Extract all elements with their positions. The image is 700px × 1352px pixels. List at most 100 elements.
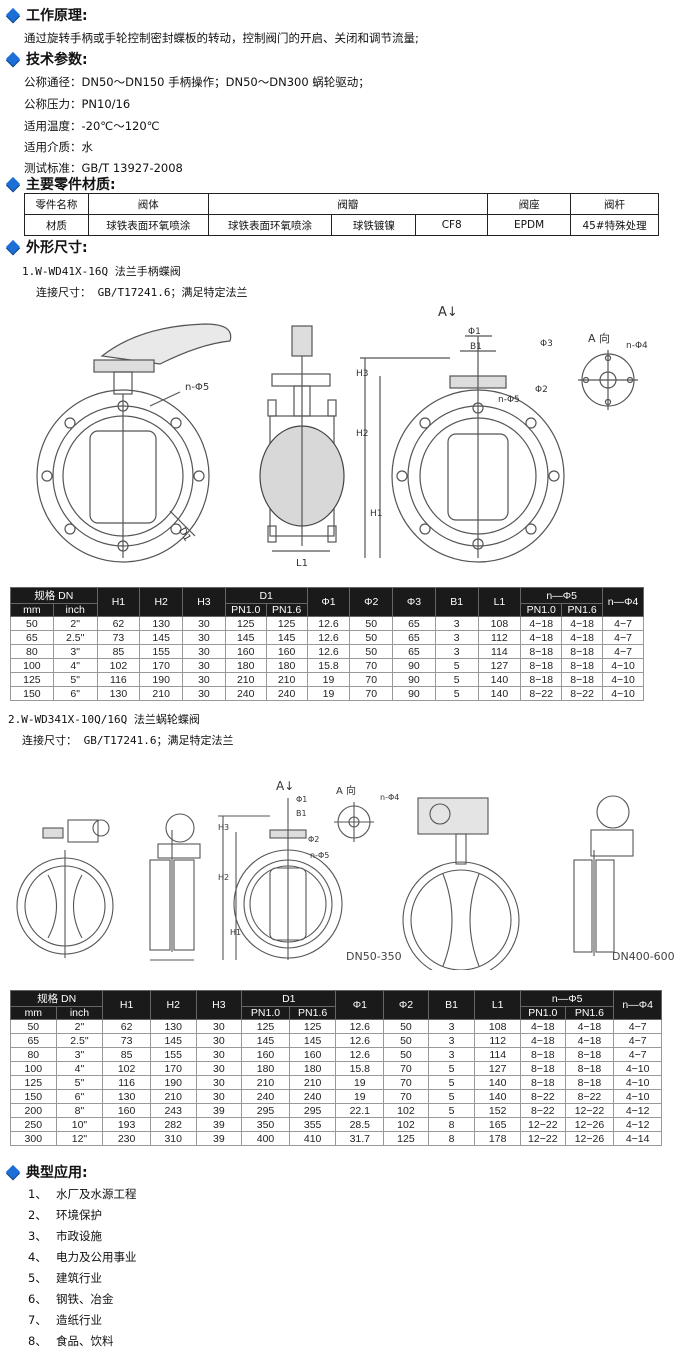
param-line: 公称压力：PN10/16 — [24, 97, 131, 111]
table-cell: 140 — [474, 1089, 521, 1104]
model1-name: 1.W-WD41X-16Q 法兰手柄蝶阀 — [22, 265, 181, 278]
table-cell: 350 — [241, 1117, 290, 1132]
table-cell: 30 — [195, 1019, 243, 1034]
table-cell: 8−18 — [520, 1075, 566, 1090]
table-cell: 130 — [96, 686, 141, 701]
item-number: 8、 — [28, 1334, 47, 1348]
table-cell: 210 — [224, 672, 267, 687]
header-cell: n—Φ4 — [613, 990, 662, 1020]
table-cell: 12−22 — [520, 1117, 566, 1132]
table-cell: 30 — [182, 672, 226, 687]
table-cell: 6" — [55, 1089, 104, 1104]
table-cell: 170 — [139, 658, 184, 673]
table-cell: 12.6 — [306, 616, 351, 631]
table-cell: 5 — [427, 1075, 476, 1090]
table-cell: 19 — [306, 686, 351, 701]
table-cell: 180 — [265, 658, 308, 673]
header-cell: Φ3 — [392, 587, 436, 617]
table-cell: 160 — [224, 644, 267, 659]
table-cell: 4−7 — [613, 1019, 662, 1034]
table-cell: 240 — [288, 1089, 337, 1104]
table-cell: 85 — [102, 1047, 151, 1062]
diamond-bullet-icon — [5, 51, 21, 67]
table-cell: 108 — [474, 1019, 521, 1034]
table-cell: 193 — [102, 1117, 151, 1132]
section-title: 典型应用: — [26, 1165, 88, 1181]
table-cell: 65 — [392, 630, 436, 645]
table-cell: 球铁表面环氧喷涂 — [87, 214, 209, 236]
model2-name: 2.W-WD341X-10Q/16Q 法兰蜗轮蝶阀 — [8, 713, 200, 726]
table-cell: 170 — [149, 1061, 197, 1076]
n-phi4-label: n-Φ4 — [380, 793, 399, 802]
header-cell: PN1.6 — [564, 1006, 615, 1020]
table-cell: 30 — [195, 1061, 243, 1076]
table-cell: 8−18 — [564, 1061, 615, 1076]
table-cell: 410 — [288, 1131, 337, 1146]
table-cell: 阀瓣 — [207, 193, 489, 215]
handle-valve-front-view — [36, 323, 232, 563]
table-cell: 130 — [149, 1019, 197, 1034]
table-cell: 30 — [182, 630, 226, 645]
header-cell: 规格 DN — [10, 587, 98, 604]
table-cell: 4−18 — [520, 1033, 566, 1048]
table-cell: 球铁镀镍 — [331, 214, 417, 236]
table-cell: 8−22 — [561, 686, 604, 701]
table-cell: 50 — [349, 644, 394, 659]
table-cell: EPDM — [487, 214, 572, 236]
table-cell: 125 — [288, 1019, 337, 1034]
section-title: 外形尺寸: — [26, 240, 88, 256]
table-cell: 3 — [434, 630, 479, 645]
b1-label: B1 — [296, 809, 307, 818]
table-cell: 12.6 — [335, 1047, 385, 1062]
table-header-row: mm inch PN1.0 PN1.6 PN1.0 PN1.6 — [10, 1006, 662, 1020]
header-cell: n—Φ5 — [520, 587, 604, 604]
table-cell: 12.6 — [306, 644, 351, 659]
n-phi5-label: n-Φ5 — [498, 395, 520, 405]
table-cell: 22.1 — [335, 1103, 385, 1118]
table-cell: 5 — [434, 686, 479, 701]
table-cell: 50 — [383, 1047, 429, 1062]
table-cell: 4−18 — [520, 630, 563, 645]
table-cell: 阀座 — [487, 193, 572, 215]
table-cell: 65 — [10, 630, 54, 645]
header-cell: D1 — [241, 990, 337, 1007]
large-valve-front-view — [402, 797, 520, 970]
l1-label: L1 — [296, 558, 308, 569]
table-cell: 50 — [10, 616, 54, 631]
list-item: 1、水厂及水源工程 — [28, 1186, 137, 1202]
table-cell: 30 — [182, 616, 226, 631]
header-cell: L1 — [474, 990, 521, 1020]
table-cell: 8−18 — [520, 672, 563, 687]
section-dimensions-header: 外形尺寸: — [4, 238, 88, 256]
item-text: 建筑行业 — [56, 1271, 102, 1285]
table-cell: 90 — [392, 658, 436, 673]
table-cell: 4−18 — [564, 1019, 615, 1034]
table-cell: 145 — [241, 1033, 290, 1048]
table-cell: 4−18 — [520, 616, 563, 631]
table-cell: 8−22 — [520, 1089, 566, 1104]
table-cell: 210 — [149, 1089, 197, 1104]
table-cell: 8−18 — [520, 1061, 566, 1076]
item-text: 环境保护 — [56, 1208, 102, 1222]
table-cell: 8−22 — [520, 1103, 566, 1118]
table-cell: 80 — [10, 1047, 57, 1062]
table-cell: 3 — [427, 1047, 476, 1062]
table-cell: 5" — [52, 672, 98, 687]
table-cell: 70 — [383, 1089, 429, 1104]
table-cell: 70 — [349, 672, 394, 687]
table-cell: 140 — [477, 686, 522, 701]
dimension-table-1: 规格 DN H1 H2 H3 D1 Φ1 Φ2 Φ3 B1 L1 n—Φ5 n—… — [10, 587, 644, 701]
table-cell: 150 — [10, 1089, 57, 1104]
table-cell: 180 — [288, 1061, 337, 1076]
table-cell: 145 — [224, 630, 267, 645]
table-cell: 70 — [383, 1061, 429, 1076]
section-title: 工作原理: — [26, 8, 88, 24]
header-cell: n—Φ5 — [519, 990, 615, 1007]
section-materials-header: 主要零件材质: — [4, 175, 116, 193]
item-number: 2、 — [28, 1208, 47, 1222]
table-cell: 140 — [477, 672, 522, 687]
header-cell: PN1.0 — [520, 603, 563, 617]
